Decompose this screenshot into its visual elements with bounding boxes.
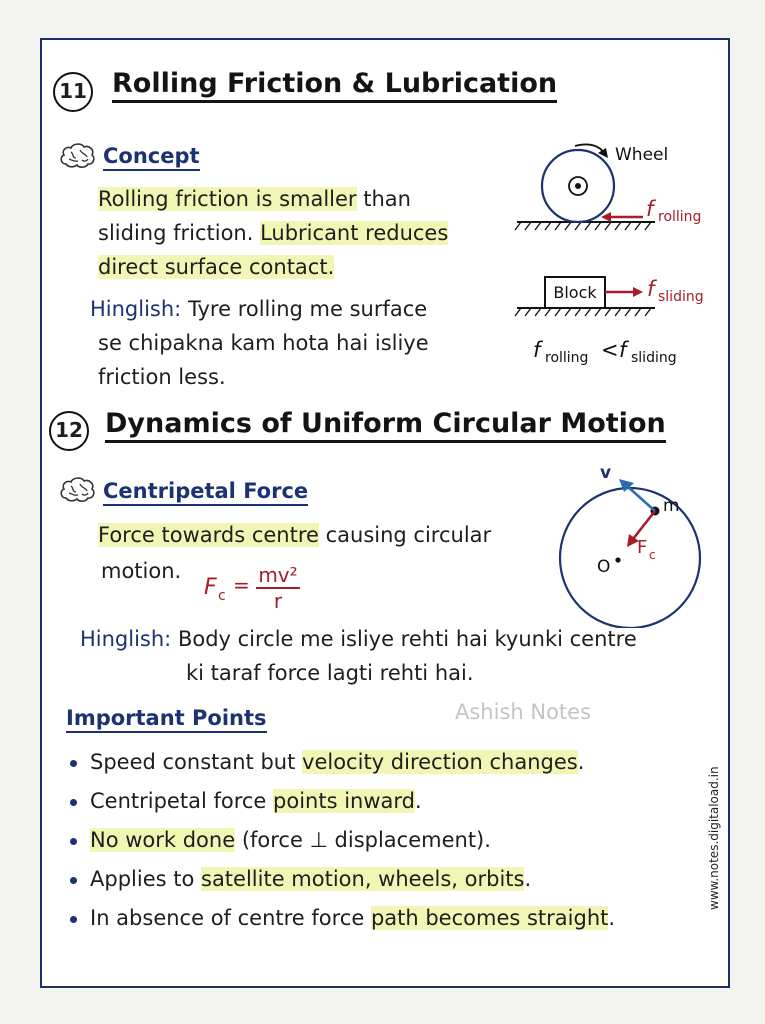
hinglish-12-line-2: ki taraf force lagti rehti hai. [186,661,474,685]
watermark: Ashish Notes [455,700,592,724]
brain-icon-2 [60,477,95,502]
compare-sliding-sub: sliding [631,350,677,366]
brain-icon [60,143,95,168]
hinglish-11-line-3: friction less. [98,365,226,389]
section-12-number: 12 [49,411,89,451]
compare-operator: < [601,338,619,362]
point-text-after: . [608,906,616,930]
block-label: Block [553,283,597,302]
hinglish-12-label: Hinglish: [80,627,172,651]
concept-highlight-2: Lubricant reduces [260,221,449,245]
list-item: Speed constant but velocity direction ch… [68,743,615,782]
centripetal-force-arrowhead [627,534,639,547]
concept-line-1: Rolling friction is smaller than [98,182,411,216]
concept-text-1: than [356,187,411,211]
formula-f: F [204,575,217,600]
centripetal-text-1: causing circular [318,523,492,547]
concept-line-3: direct surface contact. [98,250,335,284]
section-11-title: Rolling Friction & Lubrication [112,68,558,103]
point-highlight: path becomes straight [370,906,609,930]
block-ground-hatch [514,307,652,317]
centripetal-formula: F c = mv² r [204,563,300,613]
circular-motion-diagram: O m v F c [558,463,702,628]
centripetal-line-1: Force towards centre causing circular [98,518,491,552]
point-text-after: . [577,750,585,774]
hinglish-11-line-1: Hinglish: Tyre rolling me surface [90,292,427,326]
site-url: www.notes.digitaload.in [707,766,721,910]
centripetal-line-2: motion. [101,559,182,583]
formula-f-sub: c [218,588,226,604]
rolling-subscript: rolling [658,209,701,225]
list-item: No work done (force ⊥ displacement). [68,821,615,860]
fc-subscript: c [649,548,656,562]
hinglish-11-text-1: Tyre rolling me surface [181,297,428,321]
point-text: Applies to [90,867,201,891]
point-text: In absence of centre force [90,906,371,930]
point-text-after: . [414,789,422,813]
formula-denominator: r [274,589,283,613]
compare-f-sliding: f [619,338,630,362]
centripetal-heading: Centripetal Force [103,479,309,506]
wheel-axle [568,176,588,196]
point-highlight: velocity direction changes [302,750,578,774]
rolling-f-symbol: f [646,197,657,221]
important-points-heading: Important Points [66,706,267,733]
rotation-arrowhead [598,148,608,158]
rolling-arrowhead [601,212,611,222]
mass-label: m [663,496,680,516]
compare-rolling-sub: rolling [545,350,588,366]
concept-heading: Concept [103,144,200,171]
formula-equals: = [233,573,250,597]
list-item: In absence of centre force path becomes … [68,899,615,938]
list-item: Centripetal force points inward. [68,782,615,821]
hinglish-11-label: Hinglish: [90,297,182,321]
sliding-subscript: sliding [658,289,704,305]
point-highlight: No work done [90,828,236,852]
point-highlight: points inward [273,789,415,813]
point-text: Centripetal force [90,789,274,813]
hinglish-12-text-1: Body circle me isliye rehti hai kyunki c… [171,627,637,651]
centre-label: O [597,557,610,577]
concept-text-2: sliding friction. [98,221,261,245]
section-12-title: Dynamics of Uniform Circular Motion [105,408,666,443]
point-text: Speed constant but [90,750,303,774]
concept-line-2: sliding friction. Lubricant reduces [98,216,449,250]
concept-highlight-1: Rolling friction is smaller [98,187,357,211]
section-11-number: 11 [53,72,93,112]
sliding-f-symbol: f [647,277,658,301]
velocity-arrowhead [619,479,634,492]
hinglish-12-line-1: Hinglish: Body circle me isliye rehti ha… [80,622,637,656]
centre-point [615,557,621,563]
wheel-ground-hatch [514,221,652,231]
friction-diagram: Wheel f rolling Block f sliding f rollin… [514,143,704,366]
list-item: Applies to satellite motion, wheels, orb… [68,860,615,899]
concept-highlight-3: direct surface contact. [98,255,335,279]
wheel-circle [540,148,616,224]
important-points-list: Speed constant but velocity direction ch… [68,743,615,938]
compare-f-rolling: f [533,338,544,362]
wheel-centre [575,183,581,189]
formula-numerator: mv² [258,563,297,587]
point-highlight: satellite motion, wheels, orbits [201,867,525,891]
sliding-arrowhead [633,287,643,297]
velocity-label: v [600,463,611,483]
velocity-arrow [626,485,656,512]
hinglish-11-line-2: se chipakna kam hota hai isliye [98,331,429,355]
fc-label: F [637,537,647,558]
wheel-label: Wheel [615,145,668,165]
centripetal-highlight: Force towards centre [98,523,319,547]
centripetal-force-arrow [631,510,657,540]
point-text-after: . [524,867,532,891]
point-text-after: (force ⊥ displacement). [235,828,491,852]
